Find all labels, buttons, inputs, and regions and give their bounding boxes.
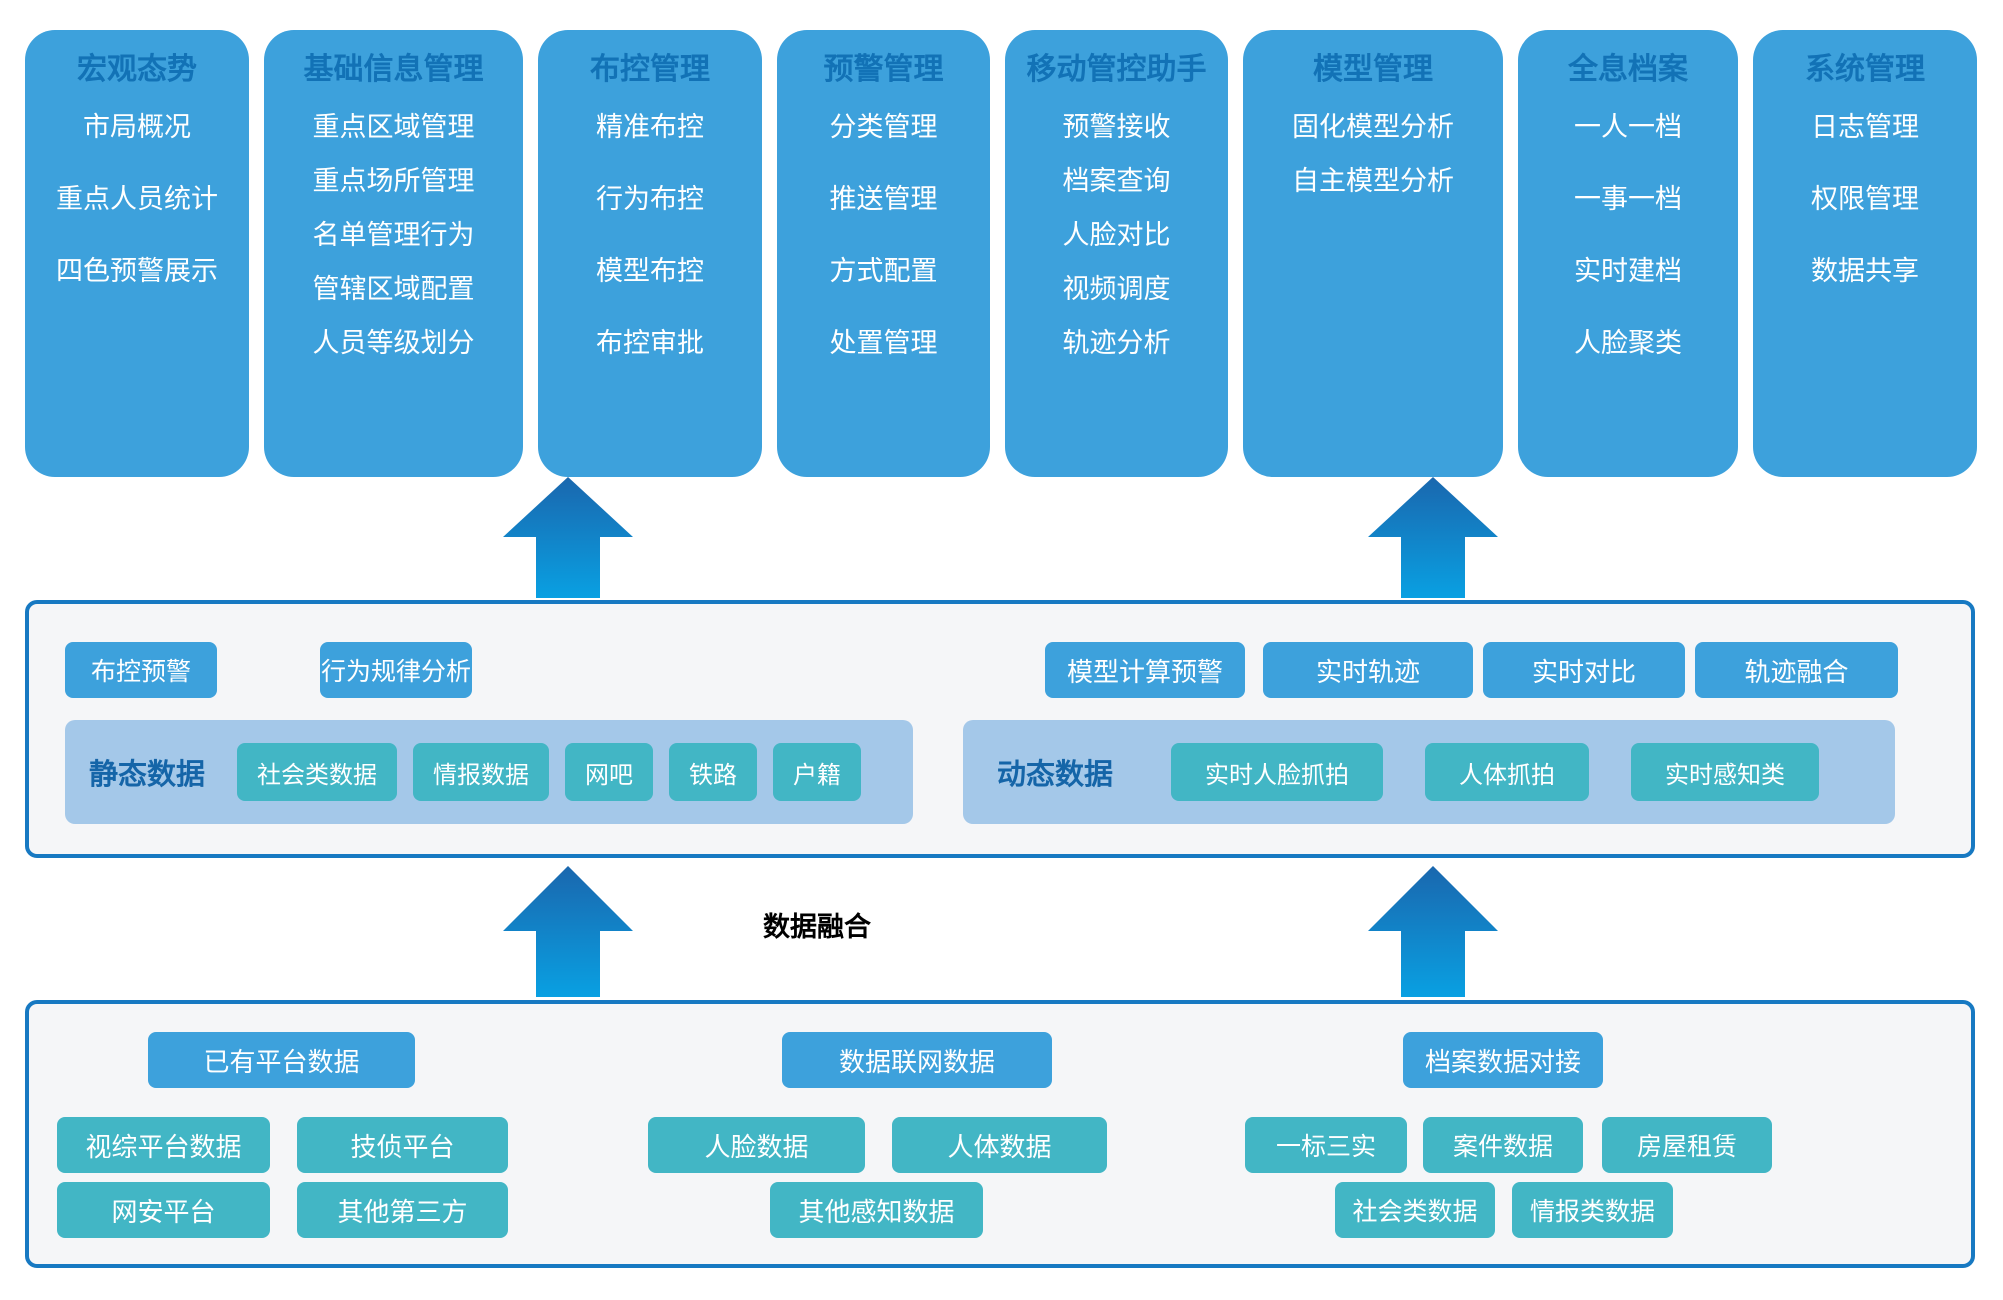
module-item-list: 一人一档 一事一档 实时建档 人脸聚类 [1518, 114, 1738, 357]
source-header-chip: 数据联网数据 [782, 1032, 1052, 1088]
module-alert-mgmt: 预警管理 分类管理 推送管理 方式配置 处置管理 [777, 30, 990, 477]
band-chip: 社会类数据 [237, 743, 398, 801]
function-chip: 行为规律分析 [320, 642, 472, 698]
band-chip: 网吧 [565, 743, 654, 801]
module-item: 行为布控 [596, 184, 704, 214]
module-item: 固化模型分析 [1292, 112, 1454, 142]
source-chip: 其他第三方 [297, 1182, 508, 1238]
band-label: 静态数据 [89, 759, 206, 791]
module-item-list: 预警接收 档案查询 人脸对比 视频调度 轨迹分析 [1005, 114, 1228, 357]
module-item-list: 日志管理 权限管理 数据共享 [1753, 114, 1977, 285]
module-holographic-archive: 全息档案 一人一档 一事一档 实时建档 人脸聚类 [1518, 30, 1738, 477]
source-chip: 人脸数据 [648, 1117, 865, 1173]
module-basic-info: 基础信息管理 重点区域管理 重点场所管理 名单管理行为 管辖区域配置 人员等级划… [264, 30, 523, 477]
module-item: 一事一档 [1574, 184, 1682, 214]
module-macro-situation: 宏观态势 市局概况 重点人员统计 四色预警展示 [25, 30, 249, 477]
module-mobile-assistant: 移动管控助手 预警接收 档案查询 人脸对比 视频调度 轨迹分析 [1005, 30, 1228, 477]
module-item: 处置管理 [829, 328, 938, 358]
module-item: 四色预警展示 [56, 256, 218, 286]
module-item: 模型布控 [596, 256, 704, 286]
module-item: 重点人员统计 [56, 184, 218, 214]
module-item: 档案查询 [1062, 166, 1171, 196]
band-chip-row: 实时人脸抓拍 人体抓拍 实时感知类 [1129, 743, 1861, 801]
analysis-layer-panel: 布控预警 行为规律分析 模型计算预警 实时轨迹 实时对比 轨迹融合 静态数据 社… [25, 600, 1975, 858]
module-item: 方式配置 [829, 256, 938, 286]
module-item: 市局概况 [83, 112, 191, 142]
module-item: 一人一档 [1574, 112, 1682, 142]
source-chip: 视综平台数据 [57, 1117, 270, 1173]
module-item: 日志管理 [1811, 112, 1919, 142]
module-title: 基础信息管理 [303, 53, 484, 86]
module-item: 分类管理 [829, 112, 938, 142]
application-layer: 宏观态势 市局概况 重点人员统计 四色预警展示 基础信息管理 重点区域管理 重点… [25, 30, 1977, 477]
up-arrow-icon [1368, 477, 1498, 598]
module-item: 预警接收 [1062, 112, 1171, 142]
source-chip: 情报类数据 [1512, 1182, 1673, 1238]
module-item: 人员等级划分 [312, 328, 475, 358]
static-data-band: 静态数据 社会类数据 情报数据 网吧 铁路 户籍 [65, 720, 913, 824]
function-chip: 布控预警 [65, 642, 217, 698]
module-item: 视频调度 [1062, 274, 1171, 304]
module-item: 人脸聚类 [1574, 328, 1682, 358]
module-item: 名单管理行为 [312, 220, 475, 250]
module-title: 系统管理 [1805, 53, 1925, 86]
band-chip: 人体抓拍 [1424, 743, 1589, 801]
data-source-panel: 已有平台数据 视综平台数据 技侦平台 网安平台 其他第三方 数据联网数据 人脸数… [25, 1000, 1975, 1268]
module-title: 预警管理 [823, 53, 944, 86]
module-item: 实时建档 [1574, 256, 1682, 286]
module-surveillance-mgmt: 布控管理 精准布控 行为布控 模型布控 布控审批 [538, 30, 762, 477]
source-chip: 案件数据 [1423, 1117, 1583, 1173]
module-title: 移动管控助手 [1026, 53, 1207, 86]
function-chip: 实时轨迹 [1263, 642, 1473, 698]
module-item: 布控审批 [596, 328, 704, 358]
function-chip: 模型计算预警 [1045, 642, 1245, 698]
module-item: 轨迹分析 [1062, 328, 1171, 358]
dynamic-data-band: 动态数据 实时人脸抓拍 人体抓拍 实时感知类 [963, 720, 1895, 824]
source-chip: 其他感知数据 [770, 1182, 983, 1238]
source-chip: 房屋租赁 [1602, 1117, 1772, 1173]
source-chip: 人体数据 [892, 1117, 1107, 1173]
source-header-chip: 档案数据对接 [1403, 1032, 1603, 1088]
up-arrow-icon [503, 477, 633, 598]
module-item: 管辖区域配置 [312, 274, 475, 304]
band-chip: 实时人脸抓拍 [1171, 743, 1383, 801]
module-item: 权限管理 [1811, 184, 1919, 214]
module-item: 自主模型分析 [1292, 166, 1454, 196]
module-item: 人脸对比 [1062, 220, 1171, 250]
module-item: 推送管理 [829, 184, 938, 214]
module-item-list: 分类管理 推送管理 方式配置 处置管理 [777, 114, 990, 357]
module-title: 模型管理 [1313, 53, 1433, 86]
function-chip: 实时对比 [1483, 642, 1685, 698]
module-item: 重点场所管理 [312, 166, 475, 196]
module-item-list: 固化模型分析 自主模型分析 [1243, 114, 1503, 195]
band-chip: 铁路 [669, 743, 758, 801]
module-item-list: 市局概况 重点人员统计 四色预警展示 [25, 114, 249, 285]
band-chip: 户籍 [773, 743, 862, 801]
module-item-list: 重点区域管理 重点场所管理 名单管理行为 管辖区域配置 人员等级划分 [264, 114, 523, 357]
source-chip: 社会类数据 [1335, 1182, 1495, 1238]
module-item: 精准布控 [596, 112, 704, 142]
module-system-mgmt: 系统管理 日志管理 权限管理 数据共享 [1753, 30, 1977, 477]
source-chip: 网安平台 [57, 1182, 270, 1238]
module-item: 重点区域管理 [312, 112, 475, 142]
up-arrow-icon [1368, 866, 1498, 997]
source-chip: 一标三实 [1245, 1117, 1407, 1173]
band-label: 动态数据 [997, 759, 1114, 791]
band-chip: 实时感知类 [1630, 743, 1819, 801]
module-title: 宏观态势 [77, 53, 197, 86]
module-title: 全息档案 [1568, 53, 1688, 86]
source-chip: 技侦平台 [297, 1117, 508, 1173]
source-header-chip: 已有平台数据 [148, 1032, 415, 1088]
module-item: 数据共享 [1811, 256, 1919, 286]
module-title: 布控管理 [590, 53, 710, 86]
up-arrow-icon [503, 866, 633, 997]
data-fusion-label: 数据融合 [763, 912, 871, 942]
module-model-mgmt: 模型管理 固化模型分析 自主模型分析 [1243, 30, 1503, 477]
function-chip: 轨迹融合 [1695, 642, 1898, 698]
band-chip: 情报数据 [413, 743, 550, 801]
module-item-list: 精准布控 行为布控 模型布控 布控审批 [538, 114, 762, 357]
